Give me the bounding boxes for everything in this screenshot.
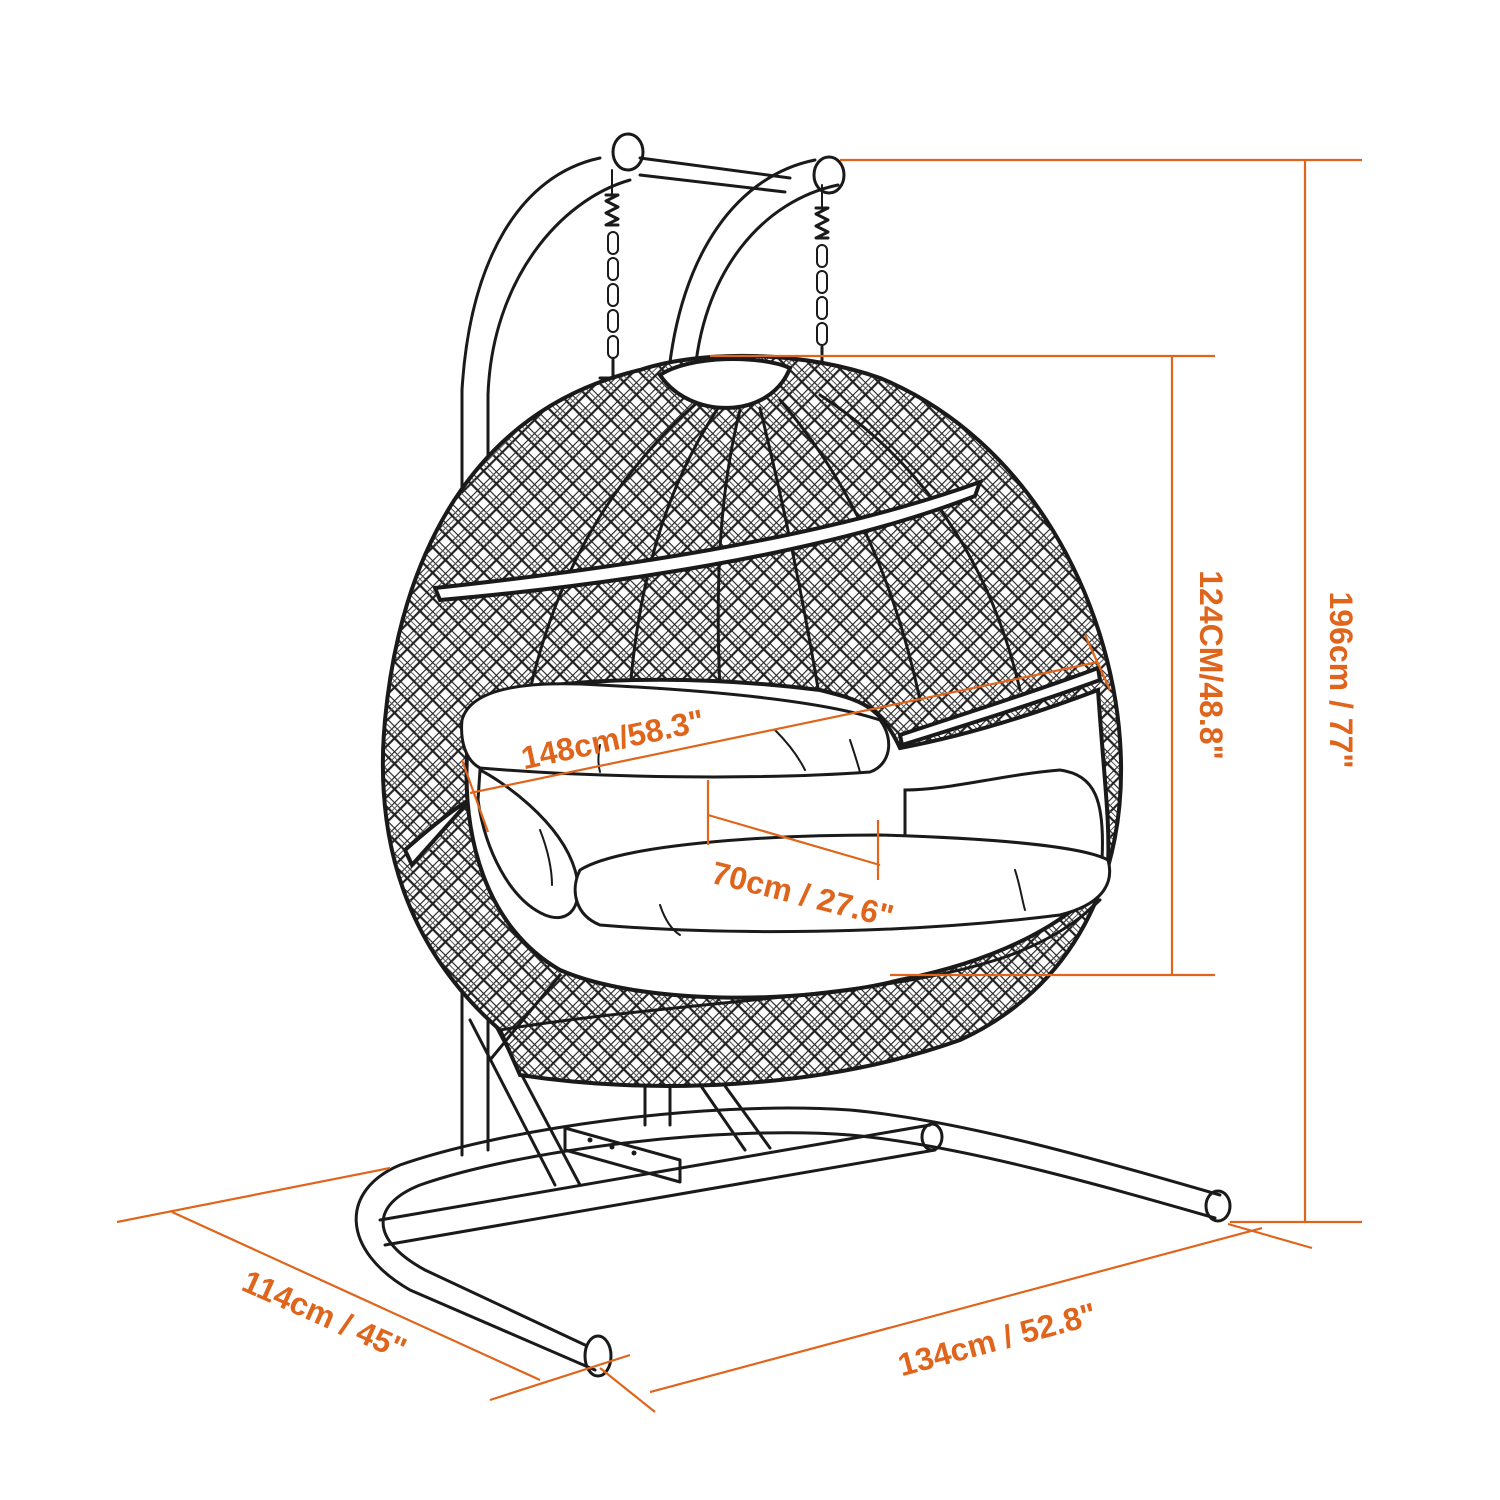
cushions [460, 682, 1112, 936]
base-cross-bar-cap [920, 1122, 944, 1152]
basket-height-line [710, 354, 1215, 977]
seat-depth-line [706, 780, 881, 880]
basket-band-upper [432, 478, 984, 603]
base-width-line [599, 1222, 1313, 1413]
basket-width-line [460, 634, 1112, 833]
top-bar-cap-right [812, 155, 846, 195]
top-bar-cap-left [611, 132, 645, 172]
basket-height-label: 124CM/48.8" [1193, 570, 1229, 760]
chain-left [598, 169, 630, 380]
basket-band-middle-right [897, 665, 1103, 748]
back-cushion [460, 682, 891, 779]
total-height-label: 196cm / 77" [1323, 591, 1359, 768]
base-width-label: 134cm / 52.8" [894, 1296, 1100, 1384]
base-c-frame-outer [354, 1106, 1222, 1372]
base-foot-cap-front [583, 1334, 613, 1378]
left-arm-cushion [476, 767, 580, 920]
dimension-lines [116, 158, 1362, 1413]
left-arch-pole [460, 156, 602, 1157]
base-c-frame-inner [381, 1131, 1217, 1347]
base-depth-label: 114cm / 45" [237, 1263, 412, 1367]
base-bracket [563, 1126, 682, 1184]
base-foot-cap-right [1204, 1189, 1232, 1223]
hanging-opening [657, 357, 793, 410]
base-cross-bar [378, 1123, 937, 1247]
right-arch-pole-inner [692, 183, 840, 387]
chain-right [806, 184, 838, 370]
base-depth-line [116, 1166, 631, 1402]
hanging-chains [598, 169, 838, 380]
top-cross-bar [638, 156, 792, 194]
bowl-seam [488, 973, 562, 1062]
right-arch-pole [666, 158, 817, 382]
left-arch-pole-inner [486, 178, 632, 1152]
bowl-edge [498, 898, 1102, 1032]
total-height-line [840, 158, 1362, 1224]
